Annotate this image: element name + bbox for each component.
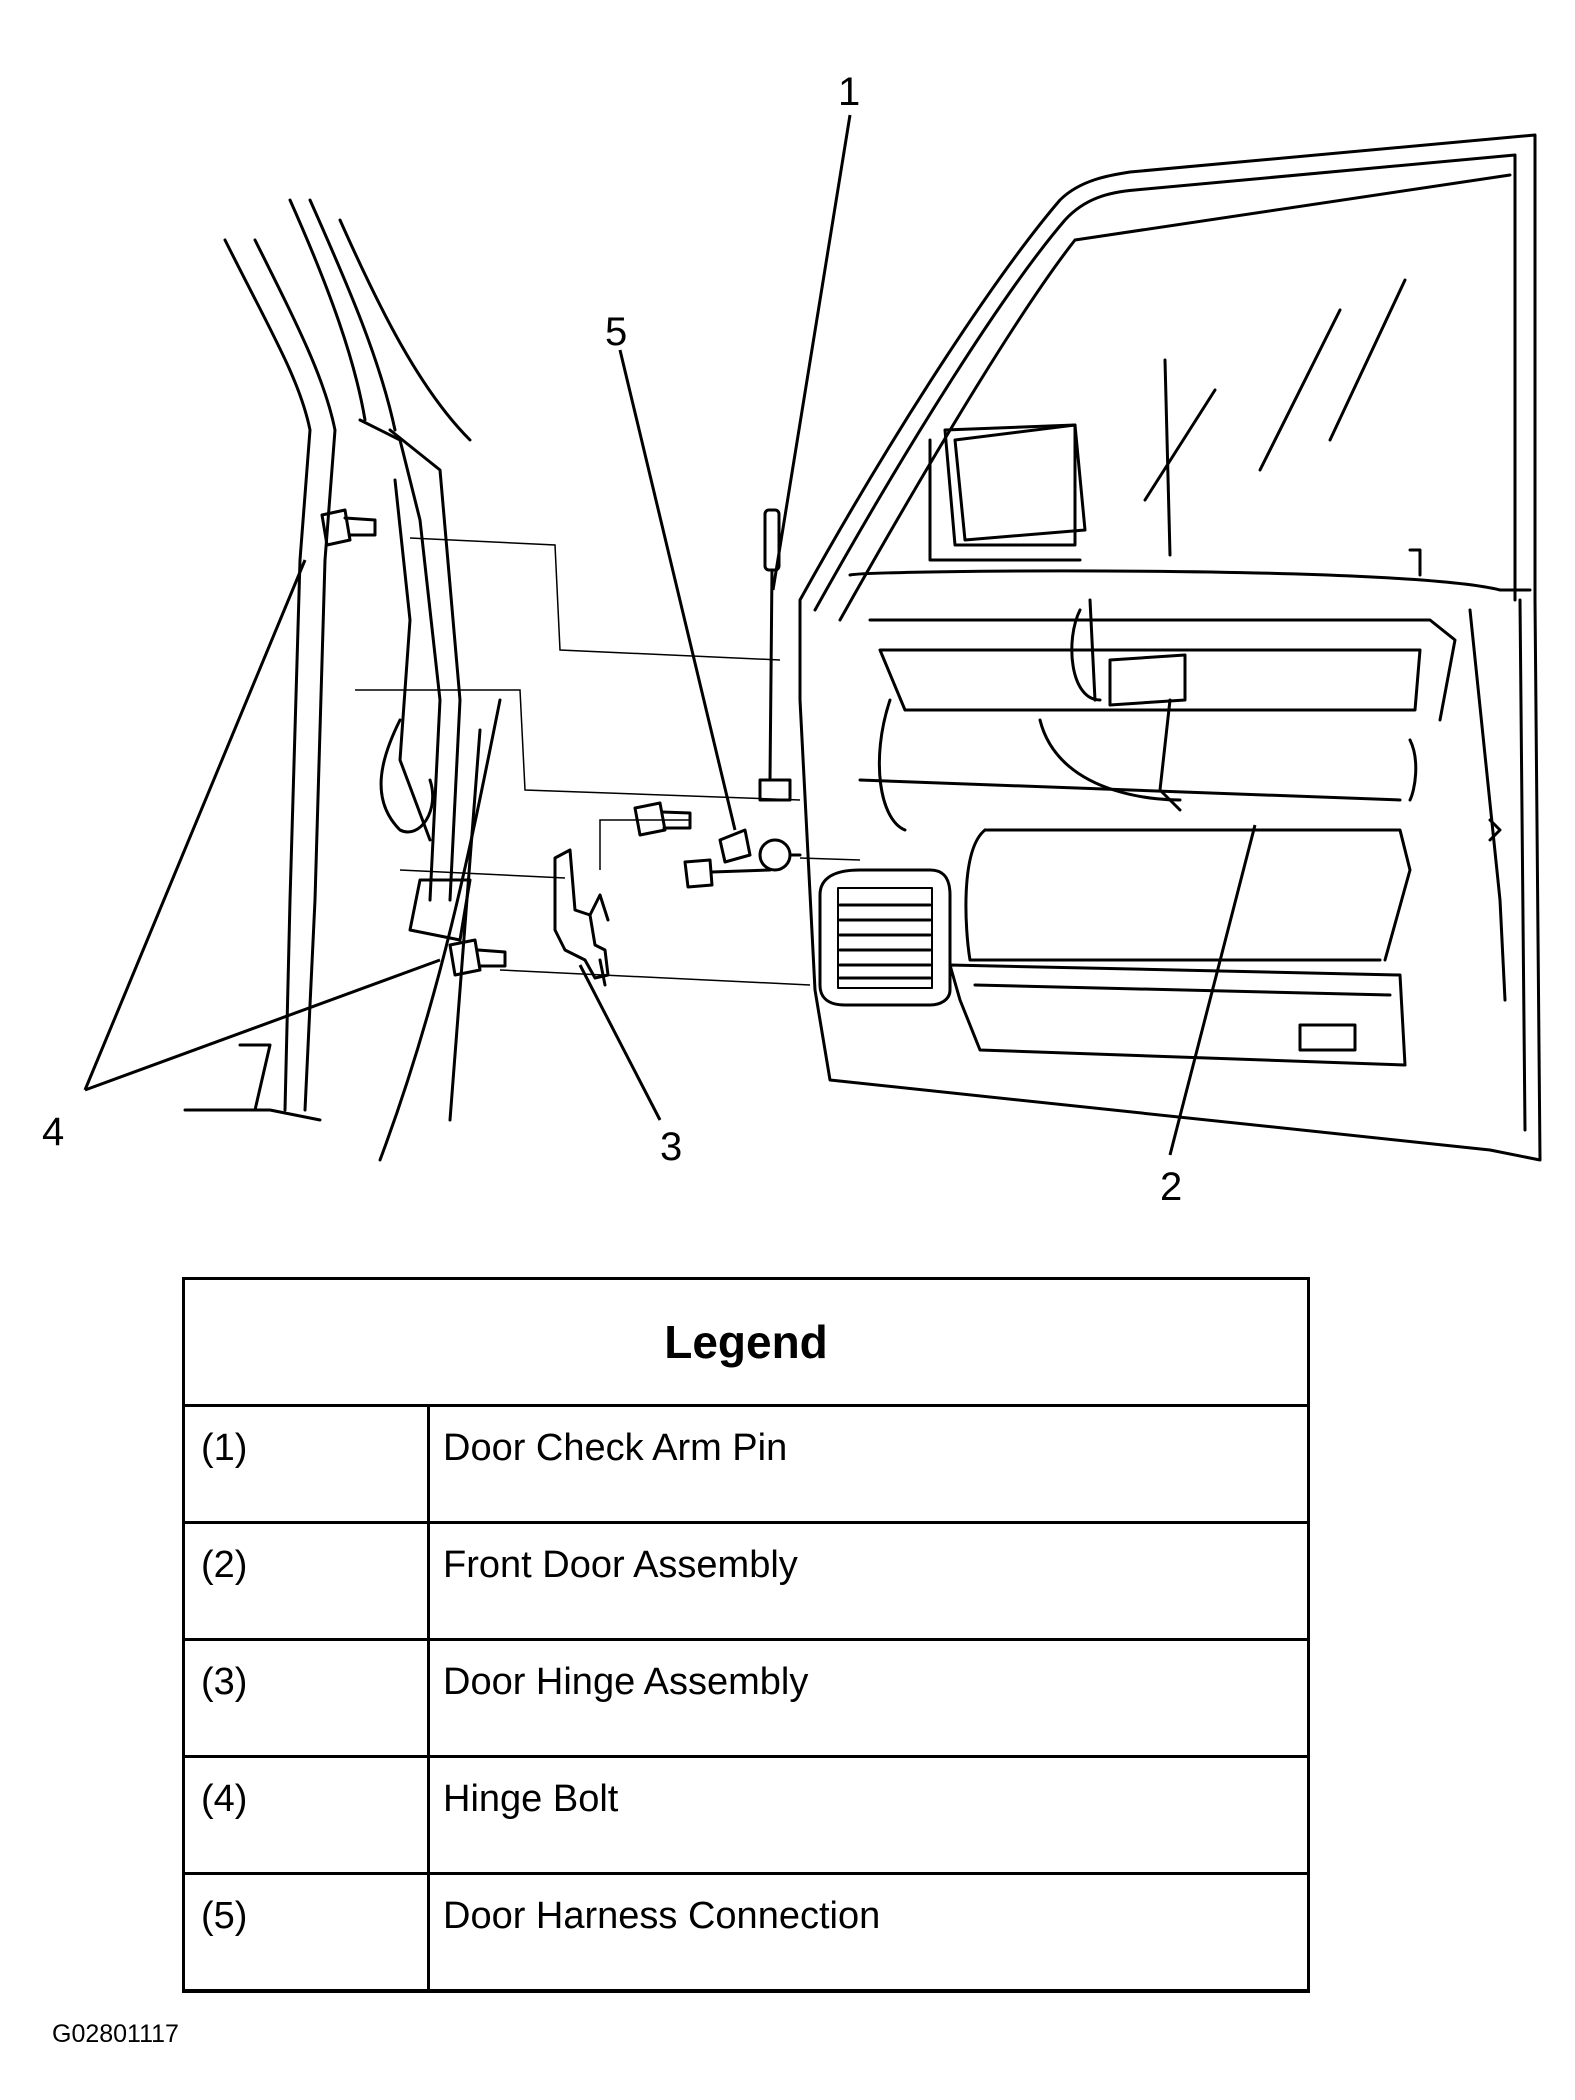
legend-row: (2) Front Door Assembly	[185, 1524, 1307, 1641]
guide-lines	[355, 537, 861, 986]
legend-num: (1)	[201, 1427, 248, 1469]
door-harness-connector	[683, 828, 802, 889]
legend-row: (4) Hinge Bolt	[185, 1758, 1307, 1875]
callout-1: 1	[838, 70, 860, 114]
legend-row: (3) Door Hinge Assembly	[185, 1641, 1307, 1758]
legend-column-divider	[427, 1407, 430, 1990]
callout-5: 5	[605, 310, 627, 354]
legend-desc: Front Door Assembly	[443, 1544, 798, 1586]
side-mirror	[953, 423, 1087, 542]
legend-num: (3)	[201, 1661, 248, 1703]
legend-desc: Door Check Arm Pin	[443, 1427, 788, 1469]
door-hinge-assembly	[553, 848, 610, 987]
hinge-bolt-lower	[448, 938, 507, 977]
callout-4: 4	[42, 1110, 64, 1154]
speaker-grille	[818, 868, 952, 1007]
figure-id: G02801117	[52, 2020, 179, 2048]
callout-3: 3	[660, 1125, 682, 1169]
legend-title: Legend	[185, 1280, 1307, 1407]
front-door-assembly	[798, 133, 1542, 1162]
body-pillar	[183, 198, 502, 1162]
legend-desc: Door Hinge Assembly	[443, 1661, 809, 1703]
hinge-bolt-upper	[320, 508, 377, 547]
legend-desc: Door Harness Connection	[443, 1895, 881, 1937]
legend-desc: Hinge Bolt	[443, 1778, 619, 1820]
door-exploded-diagram: 1 5 4 3 2	[42, 70, 1542, 1209]
legend-table: Legend (1) Door Check Arm Pin (2) Front …	[182, 1277, 1310, 1993]
legend-row: (1) Door Check Arm Pin	[185, 1407, 1307, 1524]
callout-2: 2	[1160, 1165, 1182, 1209]
leader-lines	[83, 114, 1257, 1156]
loose-hinge-bolt	[633, 801, 692, 837]
door-check-arm-pin	[758, 508, 792, 802]
legend-num: (4)	[201, 1778, 248, 1820]
legend-num: (2)	[201, 1544, 248, 1586]
legend-num: (5)	[201, 1895, 248, 1937]
legend-row: (5) Door Harness Connection	[185, 1875, 1307, 1992]
